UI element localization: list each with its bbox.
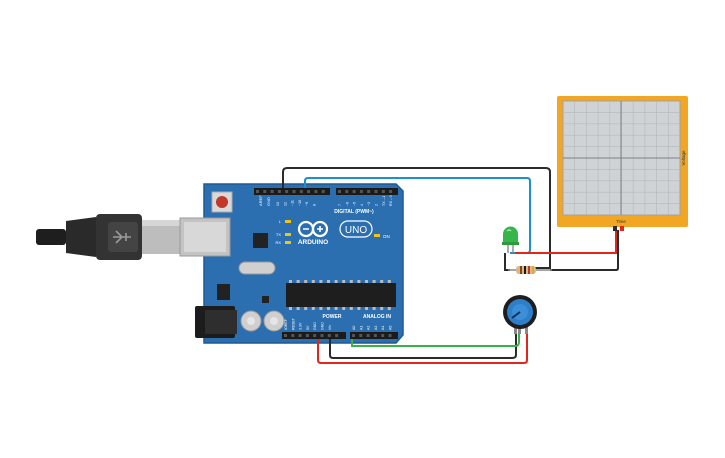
power-label: POWER (323, 314, 342, 320)
scope-voltage-label: Voltage (681, 150, 686, 166)
wires (282, 167, 619, 364)
l-label: L (279, 219, 282, 224)
pin-label: 12 (283, 202, 287, 206)
on-label: ON (383, 234, 390, 239)
pin-label: RX←0 (389, 195, 393, 206)
pin-label: RESET (291, 317, 295, 330)
digital-label: DIGITAL (PWM~) (334, 209, 374, 215)
brand-label: ARDUINO (298, 239, 328, 246)
pin-label: GND (313, 322, 317, 330)
wire-black-scope[interactable] (550, 230, 619, 271)
header-holes (256, 190, 393, 337)
pin-label: A5 (389, 326, 393, 330)
wire-red-pot[interactable] (317, 332, 528, 364)
chip-pins-bottom (289, 307, 391, 310)
model-label: UNO (345, 225, 367, 236)
pin-label: 2 (375, 204, 379, 206)
wire-red-scope[interactable] (515, 230, 617, 254)
pin-label: 3.3V (299, 322, 303, 330)
digital-header-right[interactable] (336, 188, 398, 195)
led-icon[interactable] (502, 226, 519, 254)
l-led (285, 220, 291, 223)
arduino-logo: ARDUINO UNO (298, 220, 373, 246)
pin-label: A0 (352, 326, 356, 330)
pin-label: 13 (276, 202, 280, 206)
wire-black-pot[interactable] (329, 328, 517, 359)
wire-led-resistor[interactable] (504, 253, 510, 271)
chip-pins-top (289, 280, 391, 283)
digital-header-left[interactable] (254, 188, 330, 195)
pin-label: 8 (313, 204, 317, 206)
analog-label: ANALOG IN (363, 314, 391, 320)
arduino-board[interactable]: L TX RX ON ARDUINO UNO DIGITAL (PWM~) PO… (179, 183, 404, 344)
pin-label: ~6 (345, 202, 349, 206)
pin-label: ~3 (367, 202, 371, 206)
scope-time-label: Time (616, 219, 626, 224)
pin-label: ~5 (353, 202, 357, 206)
pin-label: IOREF (284, 318, 288, 330)
pin-label: TX→1 (382, 196, 386, 206)
usb-chip (253, 233, 268, 248)
pin-label: ~10 (298, 200, 302, 206)
pin-label: ~9 (305, 202, 309, 206)
wire-green-pot[interactable] (351, 330, 520, 347)
pin-label: A1 (359, 326, 363, 330)
tx-label: TX (276, 232, 281, 237)
pin-label: Vin (328, 325, 332, 330)
pin-label: 4 (360, 204, 364, 206)
on-led (374, 234, 380, 237)
usb-cable-icon[interactable] (36, 214, 182, 260)
reset-button-icon[interactable] (211, 191, 233, 213)
pin-label: GND (321, 322, 325, 330)
aref-label: AREF (258, 195, 263, 206)
tx-led (285, 233, 291, 236)
scope-probe-neg[interactable] (613, 226, 617, 231)
pin-label: A2 (367, 326, 371, 330)
rx-led (285, 241, 291, 244)
gnd-label: GND (266, 197, 271, 206)
oscilloscope[interactable]: Time Voltage (557, 96, 688, 231)
pin-label: 5V (306, 325, 310, 330)
potentiometer-icon[interactable] (503, 295, 537, 334)
pin-label: 7 (338, 204, 342, 206)
rx-label: RX (275, 240, 281, 245)
crystal (238, 261, 276, 275)
regulator (217, 284, 230, 300)
atmega-chip (286, 283, 396, 307)
pin-label: ~11 (291, 200, 295, 206)
scope-probe-pos[interactable] (620, 226, 624, 231)
pin-label: A3 (374, 326, 378, 330)
resistor-icon[interactable] (508, 266, 552, 274)
wire-black-gnd[interactable] (282, 167, 551, 269)
pin-label: A4 (381, 326, 385, 330)
